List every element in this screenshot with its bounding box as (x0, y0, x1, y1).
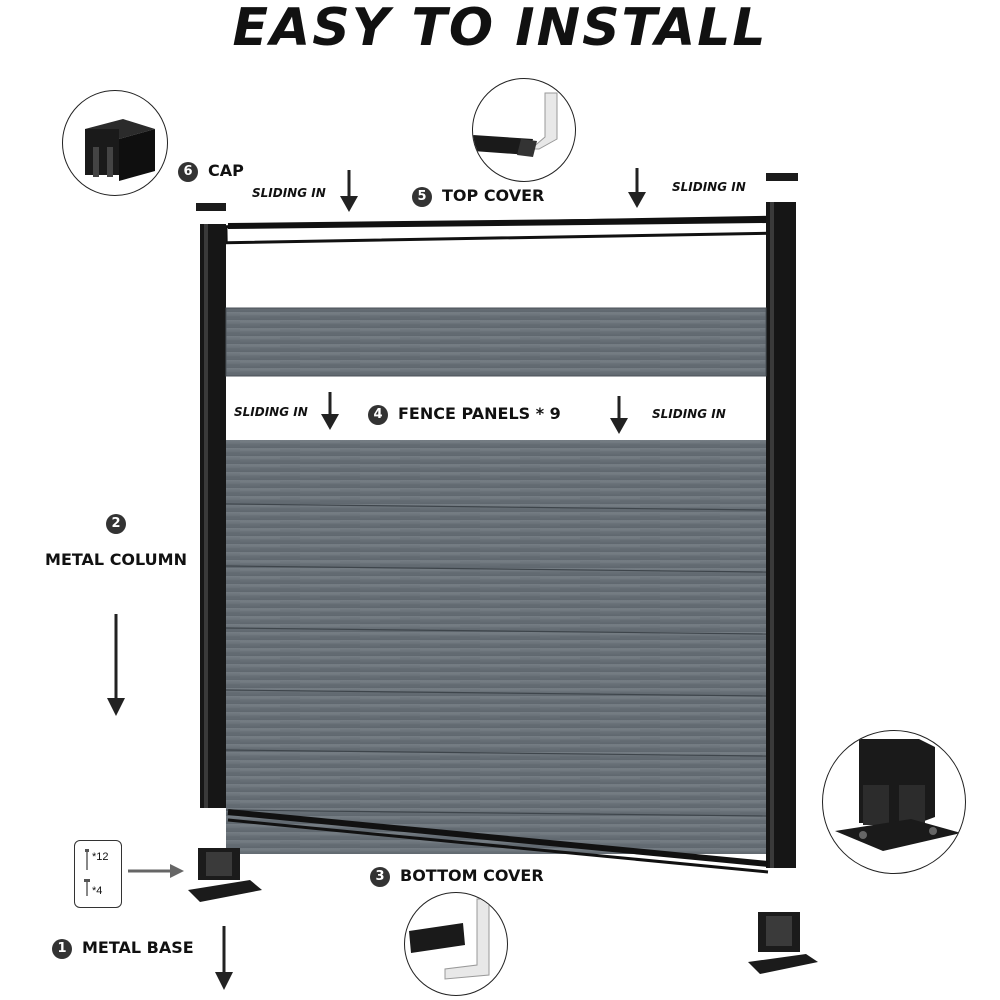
arrow-sliding-in-top-left (340, 170, 358, 212)
sliding-in-panel-right: SLIDING IN (652, 407, 726, 421)
right-cap (766, 173, 798, 181)
step-number: 3 (370, 866, 390, 887)
arrow-sliding-in-panel-left (321, 392, 339, 430)
fence-panel-top (225, 307, 767, 377)
cap-callout (62, 90, 168, 196)
metal-base-small-left (188, 848, 262, 902)
step-number: 4 (368, 404, 388, 425)
label-metal-column: 2 METAL COLUMN (45, 514, 187, 569)
arrow-screws-to-base (128, 864, 184, 878)
arrow-metal-base (215, 926, 233, 990)
arrow-sliding-in-panel-right (610, 396, 628, 434)
step-number: 1 (52, 938, 72, 959)
bottom-cover-rail (227, 809, 769, 867)
sliding-in-top-left: SLIDING IN (252, 186, 326, 200)
screw-short-count: *4 (92, 885, 103, 897)
metal-base-small-right (748, 912, 818, 974)
metal-base-icon (835, 739, 961, 851)
screw-icon (85, 849, 89, 870)
arrow-sliding-in-top-right (628, 168, 646, 208)
screws-box: *12 *4 (74, 840, 122, 908)
metal-base-callout (822, 730, 966, 874)
step-number: 2 (106, 514, 126, 534)
sliding-in-top-right: SLIDING IN (672, 180, 746, 194)
cap-icon (85, 119, 155, 181)
top-cover-callout (472, 78, 576, 182)
page-title: EASY TO INSTALL (232, 0, 768, 58)
step-number: 5 (412, 186, 432, 207)
bottom-cover-icon (409, 898, 490, 980)
left-column (200, 224, 226, 808)
bottom-cover-callout (404, 892, 508, 996)
top-cover-icon (473, 92, 558, 157)
screw-long-count: *12 (92, 851, 109, 863)
screw-icon (84, 879, 90, 896)
fence-panels-stack (225, 440, 767, 854)
sliding-in-panel-left: SLIDING IN (234, 405, 308, 419)
left-cap (196, 203, 226, 211)
step-number: 6 (178, 161, 198, 182)
arrow-metal-column (107, 614, 125, 716)
